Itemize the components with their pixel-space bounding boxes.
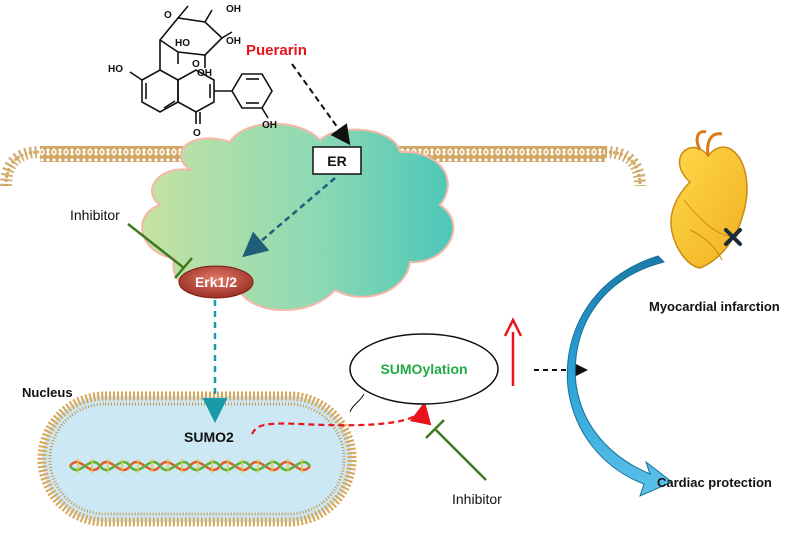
cytoplasm-cloud: [141, 122, 455, 311]
atom-ho-left: HO: [108, 64, 123, 75]
inhibitor-bottom-label: Inhibitor: [452, 491, 502, 507]
atom-oh-phenol: OH: [262, 120, 277, 131]
infarct-marker-icon: [724, 228, 742, 246]
sumo2-label: SUMO2: [184, 429, 234, 445]
atom-o-chromone: O: [192, 59, 200, 70]
atom-o-ring: O: [164, 10, 172, 21]
up-arrow: [503, 317, 523, 386]
nucleus: [37, 391, 357, 527]
arrow-puerarin-to-er: [291, 63, 351, 146]
atom-o-carbonyl: O: [193, 128, 201, 139]
atom-oh-3: OH: [197, 68, 212, 79]
atom-oh-4: OH: [226, 36, 241, 47]
dna-helix: [68, 459, 312, 473]
sumoylation-node: SUMOylation: [349, 333, 499, 413]
outcome-curve-arrow: [566, 255, 673, 497]
molecule-atom-labels: O OH HO OH OH HO O O OH: [108, 4, 277, 139]
heart-icon: [670, 130, 748, 269]
er-label: ER: [327, 153, 346, 169]
inhibitor-top-line: [127, 223, 193, 279]
er-box: ER: [312, 146, 362, 175]
puerarin-molecule: [129, 5, 273, 124]
erk-label: Erk1/2: [195, 274, 237, 290]
cardiac-protection-label: Cardiac protection: [657, 475, 772, 490]
nucleus-label: Nucleus: [22, 385, 73, 400]
sumoylation-label: SUMOylation: [380, 361, 467, 377]
erk-node: Erk1/2: [178, 265, 254, 299]
puerarin-label: Puerarin: [246, 42, 307, 59]
atom-oh-1: OH: [226, 4, 241, 15]
arrow-sumo2-to-sumoylation: [251, 401, 432, 435]
atom-ho-2: HO: [175, 38, 190, 49]
inhibitor-top-label: Inhibitor: [70, 207, 120, 223]
inhibitor-bottom-line: [425, 419, 487, 481]
myocardial-infarction-label: Myocardial infarction: [649, 299, 780, 314]
